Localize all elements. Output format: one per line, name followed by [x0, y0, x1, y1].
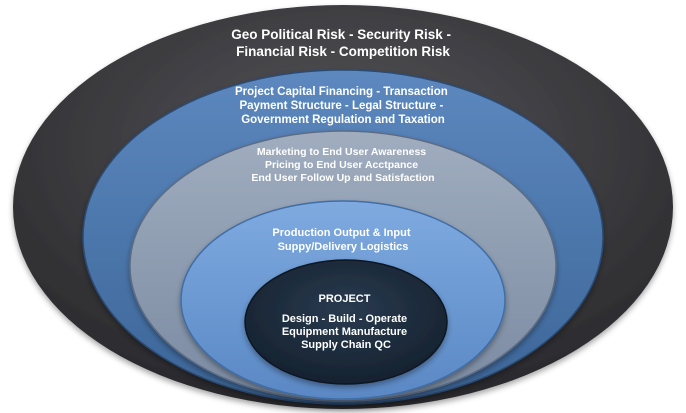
layer-production-line: Suppy/Delivery Logistics: [278, 241, 409, 253]
layer-marketing-line: Marketing to End User Awareness: [257, 146, 426, 158]
layer-marketing-line: End User Follow Up and Satisfaction: [251, 172, 434, 184]
layer-production-text: Production Output & Input Suppy/Delivery…: [272, 227, 413, 253]
layer-core: PROJECT Design - Build - Operate Equipme…: [244, 259, 448, 385]
layer-marketing-text: Marketing to End User Awareness Pricing …: [251, 146, 434, 184]
layer-capital-text: Project Capital Financing - Transaction …: [235, 86, 451, 126]
layer-outer-text: Geo Political Risk - Security Risk - Fin…: [231, 27, 455, 59]
layer-production-line: Production Output & Input: [272, 227, 410, 239]
layer-outer-line: Geo Political Risk - Security Risk -: [231, 27, 451, 42]
layer-core-line: Equipment Manufacture: [282, 326, 407, 338]
layer-marketing-line: Pricing to End User Acctpance: [265, 159, 418, 171]
layer-outer-line: Financial Risk - Competition Risk: [236, 44, 450, 59]
layer-capital-line: Government Regulation and Taxation: [241, 114, 445, 126]
layer-capital-line: Payment Structure - Legal Structure -: [239, 100, 443, 112]
core-title: PROJECT: [318, 293, 370, 305]
layer-core-line: Design - Build - Operate: [282, 313, 407, 325]
layer-core-shape: [244, 259, 448, 385]
layer-core-line: Supply Chain QC: [301, 339, 391, 351]
layer-core-text: PROJECT Design - Build - Operate Equipme…: [282, 293, 410, 351]
layer-capital-line: Project Capital Financing - Transaction: [235, 86, 448, 98]
